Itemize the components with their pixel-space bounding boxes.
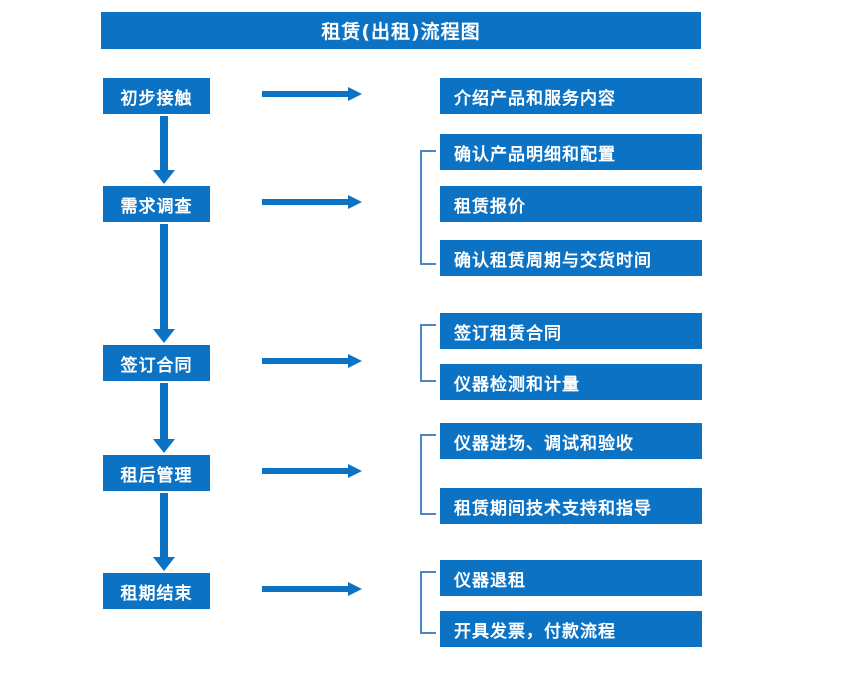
group-bracket-post-rental-management: [418, 434, 436, 515]
stage-box-initial-contact[interactable]: 初步接触: [103, 78, 210, 114]
group-bracket-rental-end: [418, 571, 436, 634]
stage-box-sign-contract[interactable]: 签订合同: [103, 345, 210, 381]
vertical-arrow-4: [149, 493, 175, 571]
detail-box-instrument-inspection[interactable]: 仪器检测和计量: [440, 364, 702, 400]
detail-box-instrument-installation[interactable]: 仪器进场、调试和验收: [440, 423, 702, 459]
detail-box-confirm-rental-period[interactable]: 确认租赁周期与交货时间: [440, 240, 702, 276]
detail-box-confirm-product-specs[interactable]: 确认产品明细和配置: [440, 134, 702, 170]
horizontal-arrow-3: [262, 354, 362, 368]
detail-box-instrument-return[interactable]: 仪器退租: [440, 560, 702, 596]
detail-box-rental-quote[interactable]: 租赁报价: [440, 186, 702, 222]
stage-box-requirement-survey[interactable]: 需求调查: [103, 186, 210, 222]
horizontal-arrow-1: [262, 87, 362, 101]
detail-box-sign-rental-contract[interactable]: 签订租赁合同: [440, 313, 702, 349]
horizontal-arrow-5: [262, 582, 362, 596]
group-bracket-sign-contract: [418, 324, 436, 382]
vertical-arrow-1: [149, 116, 175, 184]
vertical-arrow-3: [149, 383, 175, 453]
detail-box-introduce-products[interactable]: 介绍产品和服务内容: [440, 78, 702, 114]
horizontal-arrow-2: [262, 195, 362, 209]
horizontal-arrow-4: [262, 464, 362, 478]
detail-box-technical-support[interactable]: 租赁期间技术支持和指导: [440, 488, 702, 524]
stage-box-post-rental-management[interactable]: 租后管理: [103, 455, 210, 491]
group-bracket-requirement-survey: [418, 150, 436, 265]
flowchart-title: 租赁(出租)流程图: [101, 12, 701, 49]
detail-box-invoice-payment[interactable]: 开具发票，付款流程: [440, 611, 702, 647]
stage-box-rental-end[interactable]: 租期结束: [103, 573, 210, 609]
vertical-arrow-2: [149, 224, 175, 343]
